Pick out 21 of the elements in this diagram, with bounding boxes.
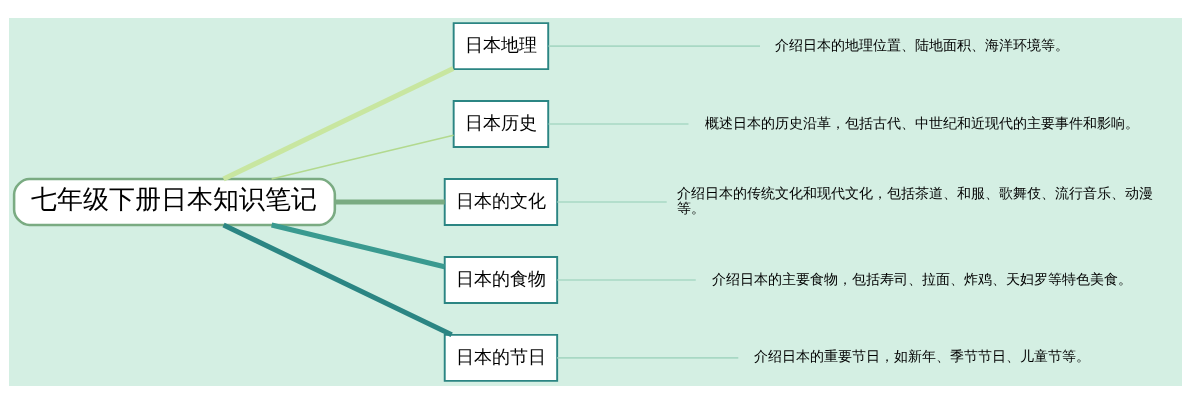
connector	[547, 45, 761, 47]
node-text: 介绍日本的地理位置、陆地面积、海洋环境等。	[774, 36, 1069, 53]
connector	[547, 123, 690, 125]
node-text: 介绍日本的传统文化和现代文化，包括茶道、和服、歌舞伎、流行音乐、动漫等。	[677, 184, 1154, 217]
node-text: 介绍日本的重要节日，如新年、季节节日、儿童节等。	[753, 348, 1090, 365]
node-box: 日本的节日	[443, 333, 559, 382]
node-box: 七年级下册日本知识笔记	[12, 177, 337, 227]
connector	[271, 222, 446, 270]
connector	[222, 222, 453, 338]
node-box: 日本地理	[452, 22, 550, 71]
connector	[556, 201, 668, 203]
connector	[270, 134, 455, 180]
connector	[556, 279, 697, 281]
connector	[556, 357, 740, 359]
connector	[334, 199, 445, 205]
node-text: 概述日本的历史沿革，包括古代、中世纪和近现代的主要事件和影响。	[704, 114, 1139, 131]
node-box: 日本历史	[452, 100, 550, 148]
node-text: 介绍日本的主要食物，包括寿司、拉面、炸鸡、天妇罗等特色美食。	[711, 270, 1132, 287]
node-box: 日本的食物	[443, 256, 559, 304]
connector	[222, 66, 455, 182]
node-box: 日本的文化	[443, 178, 559, 226]
